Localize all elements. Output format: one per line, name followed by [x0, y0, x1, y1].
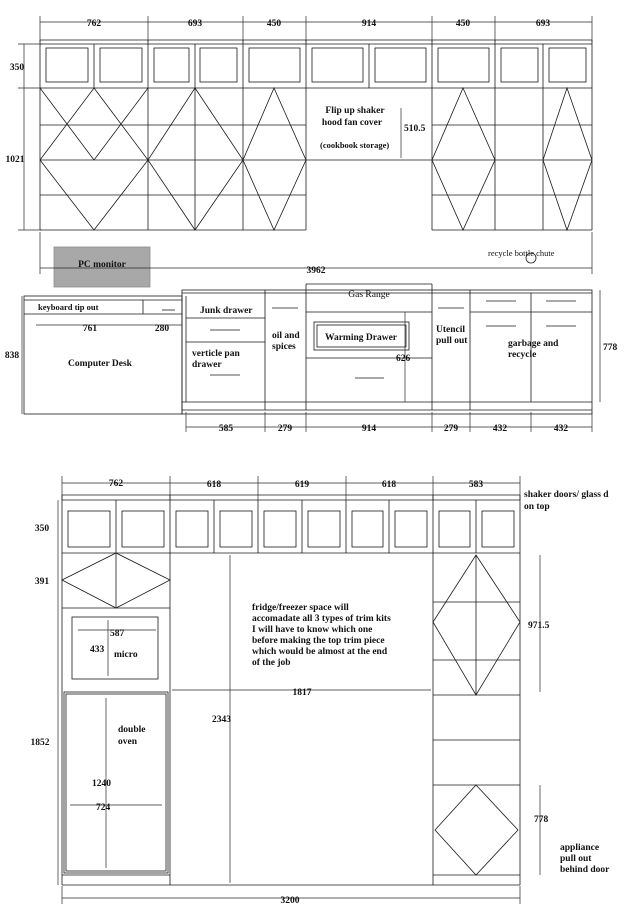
upper-width-3: 450: [267, 19, 282, 29]
pantry-width-5: 583: [469, 480, 484, 490]
oven-line-2: oven: [118, 737, 138, 747]
shaker-note-1: shaker doors/ glass d: [524, 490, 609, 500]
micro-height: 433: [90, 645, 105, 655]
pc-monitor-label: PC monitor: [78, 260, 127, 270]
base-width-6: 432: [554, 424, 569, 434]
hood-label-2: hood fan cover: [322, 118, 383, 128]
upper-overall-width: 3962: [307, 266, 326, 276]
hood-storage: (cookbook storage): [320, 140, 389, 150]
base-width-1: 585: [219, 424, 234, 434]
shaker-note-2: on top: [524, 502, 550, 512]
desk-label: Computer Desk: [68, 359, 133, 369]
range-height: 626: [396, 354, 411, 364]
desk-width-2: 280: [155, 324, 170, 334]
gas-range-label: Gas Range: [348, 290, 389, 300]
upper-elevation: 762 693 450 914 450 693: [6, 16, 593, 288]
pantry-elevation: 762 618 619 618 583 shaker doors/ glass …: [31, 476, 610, 906]
garbage-line-1: garbage and: [508, 339, 559, 349]
oil-line-2: spices: [272, 342, 296, 352]
base-width-3: 914: [362, 424, 377, 434]
fridge-note-6: of the job: [252, 658, 291, 668]
upper-width-2: 693: [188, 19, 203, 29]
pan-drawer-line-2: drawer: [192, 360, 222, 370]
upper-width-6: 693: [536, 19, 551, 29]
garbage-line-2: recycle: [508, 350, 536, 360]
oven-width: 724: [96, 803, 111, 813]
right-upper-height: 971.5: [528, 621, 550, 631]
fridge-height: 2343: [212, 715, 231, 725]
base-width-4: 279: [444, 424, 459, 434]
warming-drawer-label: Warming Drawer: [325, 333, 398, 343]
micro-width: 587: [110, 629, 125, 639]
oil-line-1: oil and: [272, 331, 300, 341]
micro-label: micro: [114, 650, 138, 660]
recycle-chute-icon: [525, 252, 537, 264]
recycle-label: recycle bottle chute: [488, 248, 555, 258]
right-lower-height: 778: [534, 815, 549, 825]
pantry-width-3: 619: [295, 480, 310, 490]
fridge-note-4: before making the top trim piece: [252, 636, 385, 646]
wall-height: 1021: [6, 155, 25, 165]
base-width-5: 432: [493, 424, 508, 434]
pantry-upper-height: 350: [35, 524, 50, 534]
pantry-overall-width: 3200: [281, 896, 300, 906]
upper-cab-height: 350: [10, 63, 25, 73]
fridge-note-1: fridge/freezer space will: [252, 603, 349, 613]
appliance-note-1: appliance: [560, 843, 599, 853]
appliance-note-3: behind door: [560, 865, 610, 875]
diamond-height: 391: [35, 577, 50, 587]
desk-width-1: 761: [83, 324, 98, 334]
upper-width-1: 762: [87, 19, 102, 29]
pantry-width-4: 618: [382, 480, 397, 490]
hood-dim: 510.5: [404, 124, 426, 134]
desk-height: 838: [5, 351, 20, 361]
fridge-width: 1817: [293, 688, 312, 698]
hood-label-1: Flip up shaker: [325, 106, 385, 116]
fridge-note-5: which would be almost at the end: [252, 647, 388, 657]
fridge-note-3: I will have to know which one: [252, 625, 372, 635]
junk-drawer-label: Junk drawer: [200, 306, 253, 316]
oven-height: 1240: [92, 779, 111, 789]
keyboard-label: keyboard tip out: [38, 302, 99, 312]
base-elevation: keyboard tip out 761 280 Computer Desk 8…: [5, 283, 618, 434]
oven-line-1: double: [118, 725, 145, 735]
utensil-line-2: pull out: [436, 336, 468, 346]
pan-drawer-line-1: verticle pan: [192, 349, 240, 359]
utensil-line-1: Utencil: [436, 325, 465, 335]
base-width-2: 279: [278, 424, 293, 434]
pc-monitor-box: [53, 246, 151, 288]
left-height: 1852: [31, 738, 50, 748]
base-height: 778: [603, 343, 618, 353]
upper-width-5: 450: [456, 19, 471, 29]
fridge-note-2: accomadate all 3 types of trim kits: [252, 614, 391, 624]
upper-width-4: 914: [362, 19, 377, 29]
pantry-width-2: 618: [207, 480, 222, 490]
pantry-width-1: 762: [109, 479, 124, 489]
appliance-note-2: pull out: [560, 854, 592, 864]
